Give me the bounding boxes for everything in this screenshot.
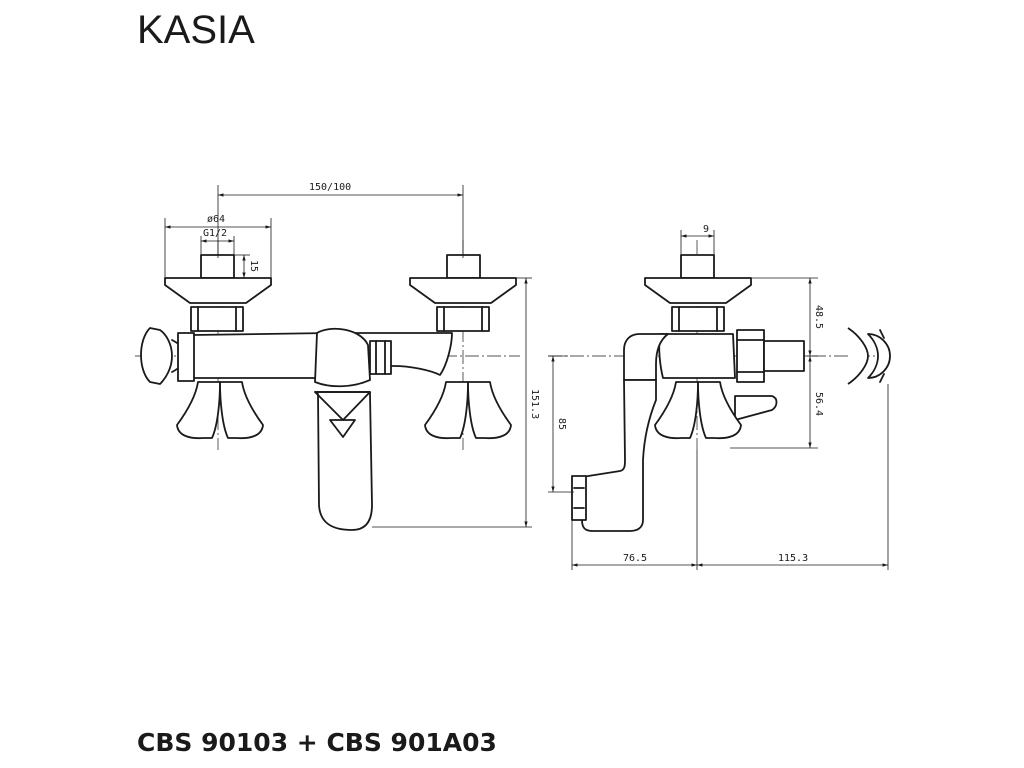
dim-lower-offset-label: 56.4 [813,392,824,416]
side-diverter-lever [734,395,778,421]
dim-thread-label: G1/2 [203,228,227,239]
side-wall-flange [644,277,752,304]
side-shower-holder [847,327,869,385]
dim-pin-width-label: 9 [703,224,709,235]
side-handle [654,381,699,440]
dim-overall-height-label: 151.3 [529,389,540,419]
right-handle [424,381,469,440]
left-hex-nut [190,306,244,332]
side-aerator [571,475,587,521]
left-inlet-pin [200,254,235,279]
front-shower-holder [140,327,173,385]
dim-holder-projection-label: 115.3 [778,553,808,564]
dim-flange-diameter-label: ø64 [207,214,225,225]
side-outlet-nut [736,329,765,383]
left-handle [176,381,221,440]
diverter-housing [314,327,371,388]
dim-spacing-label: 150/100 [309,182,351,193]
dim-spout-height-label: 85 [556,418,567,430]
dim-spout-projection-label: 76.5 [623,553,647,564]
left-wall-flange [164,277,272,304]
side-hex-nut [671,306,725,332]
page-title: KASIA [137,8,255,52]
diverter-knob [369,340,392,375]
front-view: 150/100 ø64 G1/2 15 151.3 [135,182,540,531]
side-body [658,333,736,379]
side-view: 9 48.5 56.4 85 76.5 115.3 [548,224,891,570]
side-spout-lower [581,379,657,532]
holder-collar [177,332,195,382]
right-wall-flange [409,277,517,304]
side-outlet-pipe [763,340,805,372]
dim-thread-length-label: 15 [248,260,259,272]
product-codes: CBS 90103 + CBS 901A03 [137,728,497,757]
side-inlet-pin [680,254,715,279]
spout [314,391,373,531]
right-inlet-pin [446,254,481,279]
right-hex-nut [436,306,490,332]
dim-upper-offset-label: 48.5 [813,305,824,329]
